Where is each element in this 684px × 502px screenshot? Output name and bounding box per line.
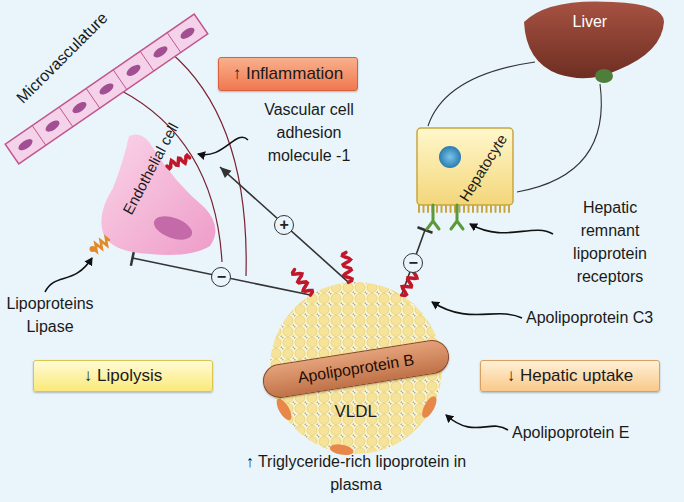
particle-circle: VLDLApolipoprotein B	[270, 282, 442, 454]
effect-box: ↑ Inflammation	[218, 57, 358, 91]
organ-label: Liver	[573, 13, 608, 31]
effect-sign: −	[403, 253, 423, 273]
arrowhead	[220, 167, 232, 178]
connector	[220, 167, 349, 282]
cell-shape: Endothelial cell	[95, 128, 220, 258]
box-label: ↓ Hepatic uptake	[507, 366, 634, 386]
particle-label: VLDL	[335, 402, 378, 422]
box-label: ↑ Inflammation	[233, 64, 344, 84]
callout-label: Lipoproteins Lipase	[0, 292, 100, 338]
inhibition-bar	[131, 250, 134, 266]
callout-label: Vascular cell adhesion molecule -1	[250, 98, 368, 167]
effect-box: ↓ Lipolysis	[33, 360, 213, 392]
connector	[402, 227, 433, 295]
cell-shape: Hepatocyte	[415, 125, 515, 230]
effect-box: ↓ Hepatic uptake	[480, 360, 660, 392]
liver-illustration	[518, 0, 668, 86]
box-label: ↓ Lipolysis	[84, 366, 162, 386]
effect-sign: −	[211, 267, 231, 287]
callout-label: Apolipoprotein C3	[526, 306, 653, 329]
organ-shape: Liver	[518, 0, 668, 86]
effect-sign: +	[274, 215, 294, 235]
callout-label: Hepatic remnant lipoprotein receptors	[558, 196, 662, 288]
caption-note: ↑ Triglyceride-rich lipoprotein in plasm…	[225, 450, 487, 496]
vessel-region: Microvasculature	[0, 0, 235, 175]
inhibition-bar	[417, 227, 432, 232]
callout-label: Apolipoprotein E	[512, 421, 629, 444]
connector	[131, 250, 311, 295]
